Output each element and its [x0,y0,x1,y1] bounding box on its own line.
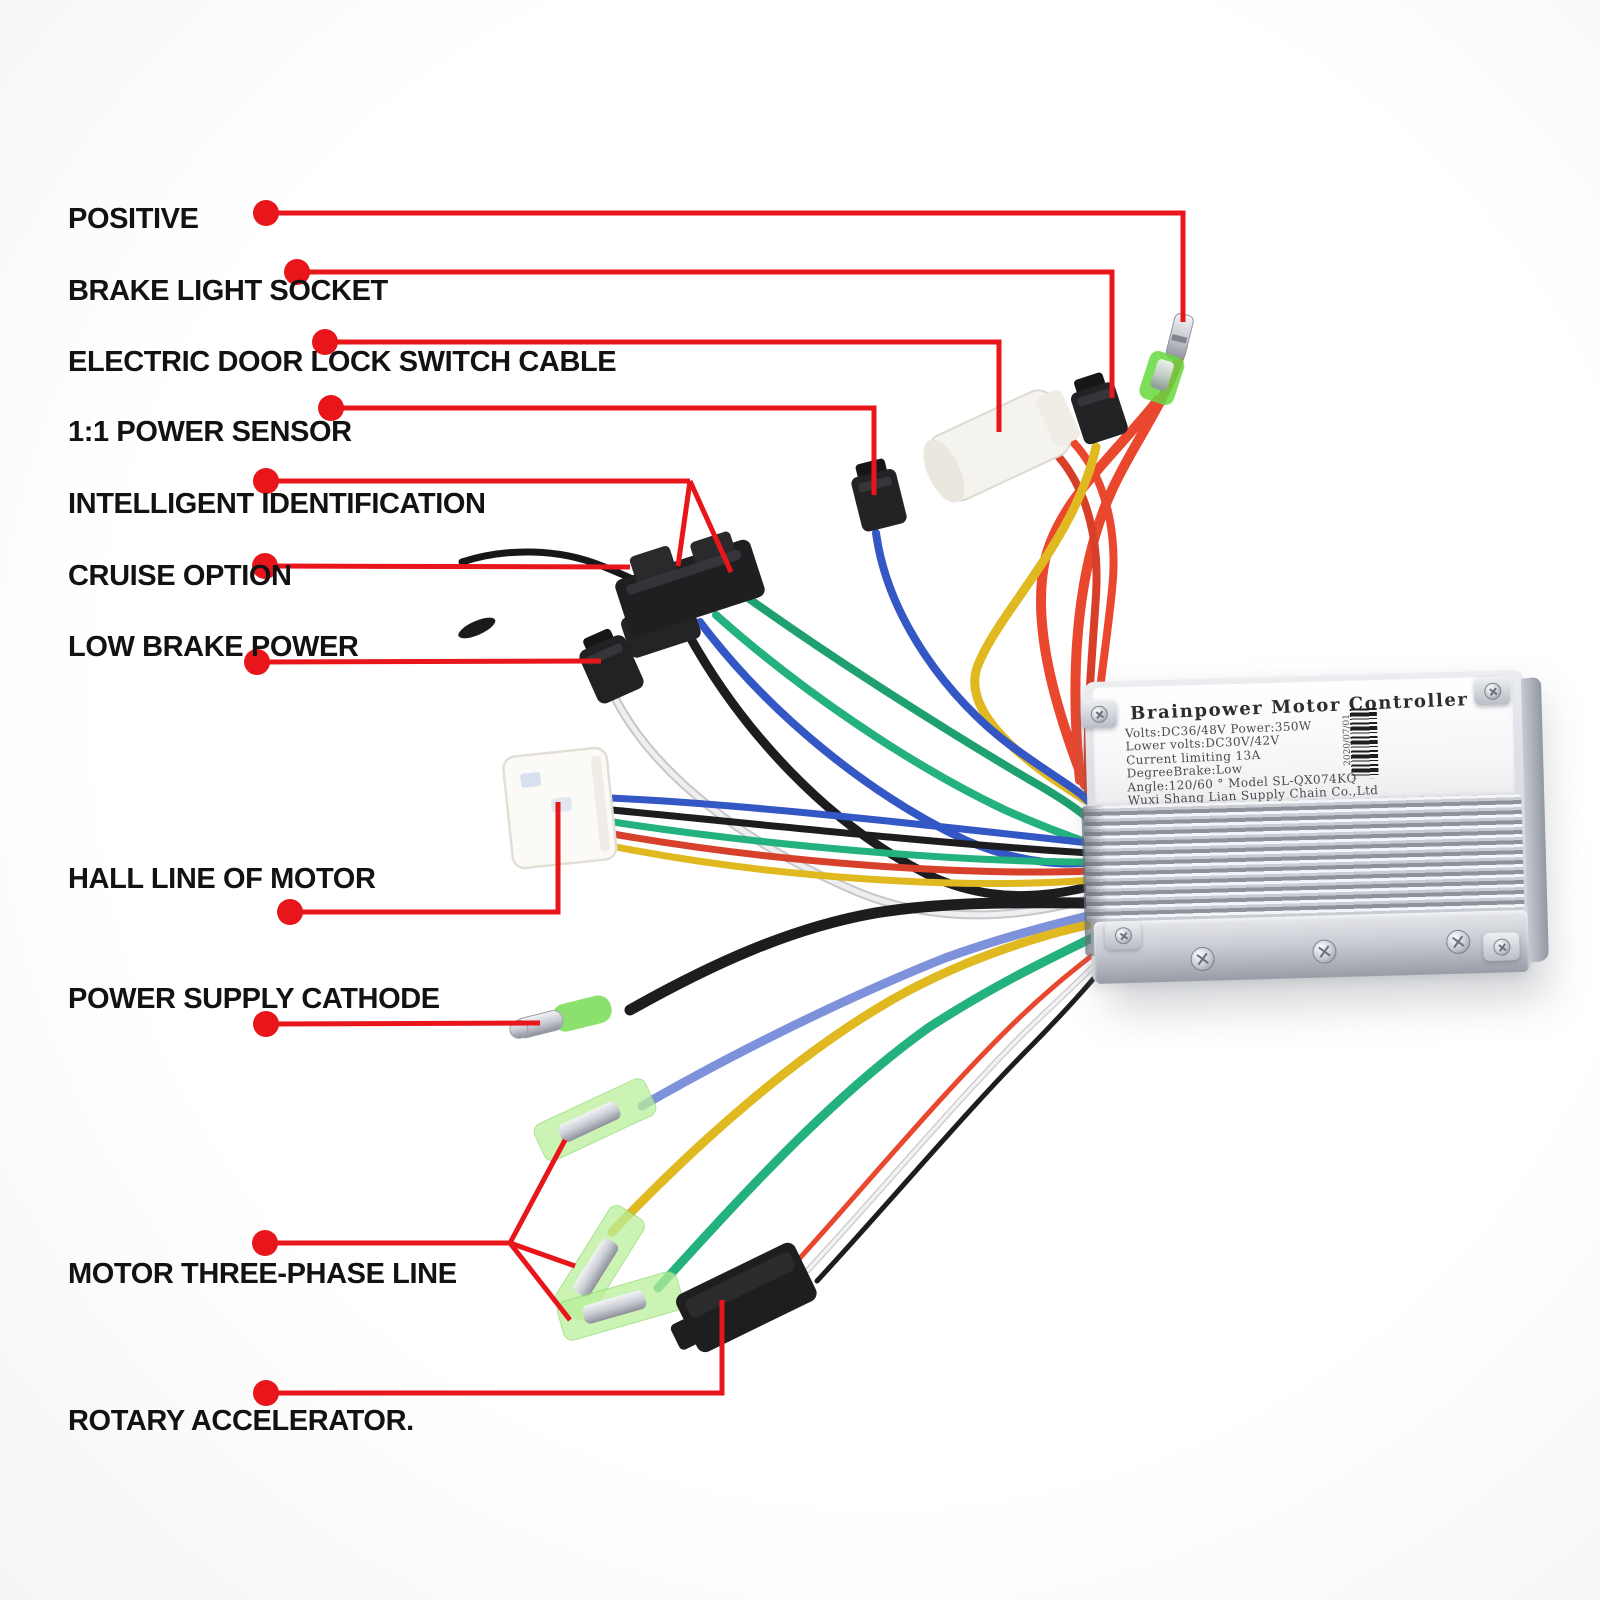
wire-phase-blue [637,908,1105,1111]
connector-low-brake [579,628,644,704]
leader-dot-three-phase [252,1230,278,1256]
leader-cathode [265,1020,541,1027]
leader-dot-intelligent [253,468,279,494]
wire-hall-blue [606,794,1094,847]
leader-dot-power-sensor [318,395,344,421]
leader-dot-hall [277,899,303,925]
label-low-brake: LOW BRAKE POWER [68,631,359,663]
leader-positive [266,210,1186,322]
connector-green-terminal [1139,351,1185,406]
label-hall-line: HALL LINE OF MOTOR [68,863,376,895]
leader-dot-rotary [253,1380,279,1406]
label-brake-light: BRAKE LIGHT SOCKET [68,275,388,307]
leader-door-lock [325,339,1002,432]
leader-dot-cathode [253,1011,279,1037]
connector-door-lock-socket [923,389,1080,503]
connector-power-sensor [851,458,907,532]
label-door-lock: ELECTRIC DOOR LOCK SWITCH CABLE [68,346,617,378]
wire-sensor-blue [872,529,1096,809]
wire-rotary-black [814,955,1113,1284]
wire-rotary-white [806,948,1110,1272]
connector-phase-2 [554,1205,645,1321]
leader-low-brake [256,658,602,665]
label-three-phase: MOTOR THREE-PHASE LINE [68,1258,457,1290]
wire-hall-green [609,818,1095,866]
wire-rotary-red [797,941,1109,1261]
label-supply-cathode: POWER SUPPLY CATHODE [68,983,440,1015]
wire-cluster-black [680,623,1103,901]
leader-dot-brake-light [284,259,310,285]
wire-phase-green [653,927,1109,1293]
leader-dot-low-brake [244,649,270,675]
connector-rotary [670,1242,817,1353]
connector-cathode-terminal [509,995,612,1039]
wire-hall-black [608,806,1094,857]
leader-intelligent-branch-2 [687,479,734,574]
label-cruise-option: CRUISE OPTION [68,560,292,592]
wire-bundle [458,340,1188,1293]
label-positive: POSITIVE [68,203,199,235]
wire-cathode-black [624,897,1104,1016]
leader-three-phase-branch-2 [509,1240,576,1269]
leader-brake-light [297,269,1115,398]
leader-hall [290,802,561,915]
wire-hall-red [609,830,1096,876]
leader-dot-door-lock [312,329,338,355]
label-power-sensor: 1:1 POWER SENSOR [68,416,352,448]
wire-lowbrake-grey [612,695,1101,918]
connector-phase-3 [556,1271,684,1341]
wire-phase-yellow [607,917,1107,1237]
leader-three-phase-branch-1 [507,1138,568,1245]
leader-dot-cruise [252,553,278,579]
leader-three-phase-branch-3 [508,1241,572,1322]
wire-hall-yellow [607,842,1097,887]
leader-power-sensor [331,405,877,495]
label-rotary-accel: ROTARY ACCELERATOR. [68,1405,414,1437]
leader-dot-positive [253,200,279,226]
leader-rotary [266,1300,725,1396]
wire-cluster-green-1 [712,611,1098,849]
label-intelligent-id: INTELLIGENT IDENTIFICATION [68,488,486,520]
wire-cluster-green-2 [744,594,1100,830]
leader-intelligent-branch-1 [675,480,693,567]
leader-cruise [264,563,631,570]
